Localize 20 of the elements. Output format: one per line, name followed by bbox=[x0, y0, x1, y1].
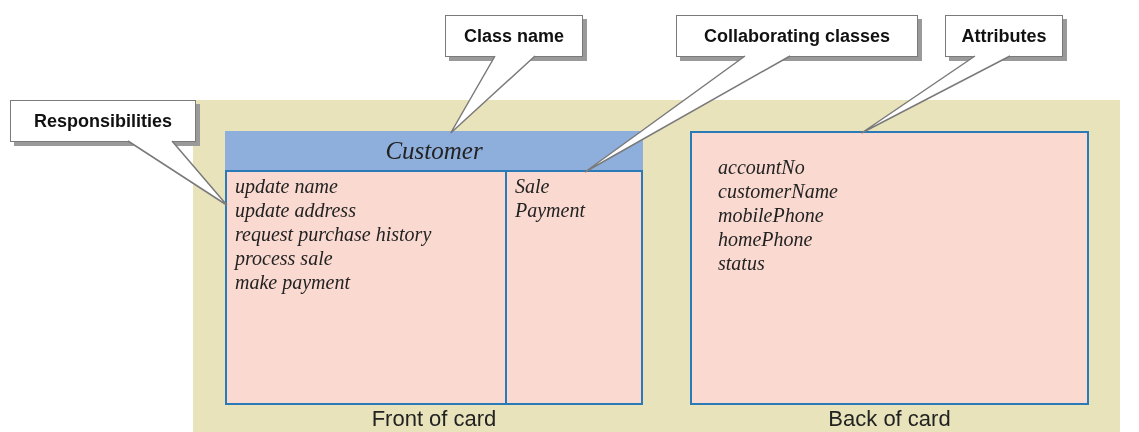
card-entry: accountNo bbox=[718, 155, 806, 179]
card-entry: Payment bbox=[515, 198, 587, 222]
card-entry: update address bbox=[235, 198, 357, 222]
leader-line bbox=[449, 55, 536, 134]
card-header bbox=[225, 131, 643, 172]
card-entry: homePhone bbox=[718, 227, 814, 251]
card-entry: status bbox=[718, 251, 766, 275]
card-caption: Back of card bbox=[828, 406, 951, 432]
leader-line bbox=[860, 55, 1011, 134]
card-entry: process sale bbox=[235, 246, 334, 270]
card-entry: make payment bbox=[235, 270, 352, 294]
card-entry: request purchase history bbox=[235, 222, 433, 246]
card-entry: customerName bbox=[718, 179, 838, 203]
card-entry: Sale bbox=[515, 174, 551, 198]
class-name: Customer bbox=[385, 138, 483, 163]
crc-card bbox=[690, 131, 1089, 405]
card-entry: mobilePhone bbox=[718, 203, 825, 227]
crc-card bbox=[225, 131, 643, 405]
card-entry: update name bbox=[235, 174, 339, 198]
card-caption: Front of card bbox=[371, 406, 497, 432]
